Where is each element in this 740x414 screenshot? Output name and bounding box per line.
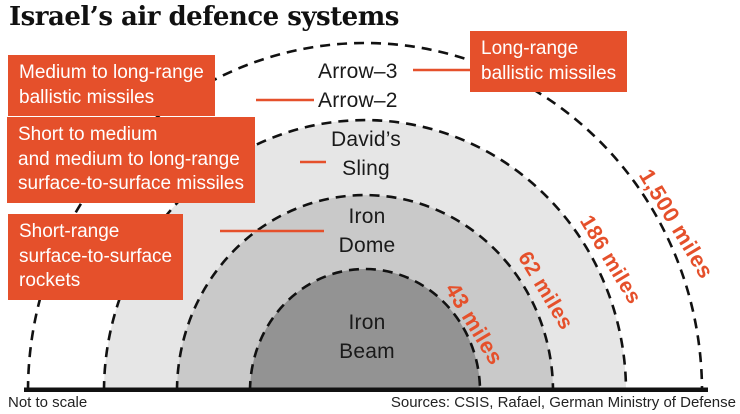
iron-dome-arc (175, 193, 555, 392)
sources-note: Sources: CSIS, Rafael, German Ministry o… (390, 394, 736, 411)
iron-beam-arc (248, 267, 482, 392)
iron-beam-disc (250, 269, 480, 391)
page-title: Israel’s air defence systems (9, 2, 399, 32)
ground-baseline (24, 387, 708, 392)
callout-short-range: Short-range surface-to-surface rockets (8, 214, 184, 301)
callout-short-medium-range: Short to medium and medium to long-range… (7, 117, 255, 204)
davids-sling-arc (102, 118, 628, 392)
callout-long-range: Long-range ballistic missiles (470, 31, 628, 93)
label-davids-sling: David’s Sling (331, 128, 401, 180)
callout-medium-long-range: Medium to long-range ballistic missiles (8, 55, 215, 117)
label-arrow-3: Arrow–3 (318, 60, 398, 83)
label-iron-beam: Iron Beam (339, 311, 395, 363)
label-iron-dome: Iron Dome (338, 205, 396, 257)
callout-connectors (220, 68, 471, 233)
not-to-scale-note: Not to scale (8, 394, 88, 411)
label-arrow-2: Arrow–2 (318, 89, 398, 112)
